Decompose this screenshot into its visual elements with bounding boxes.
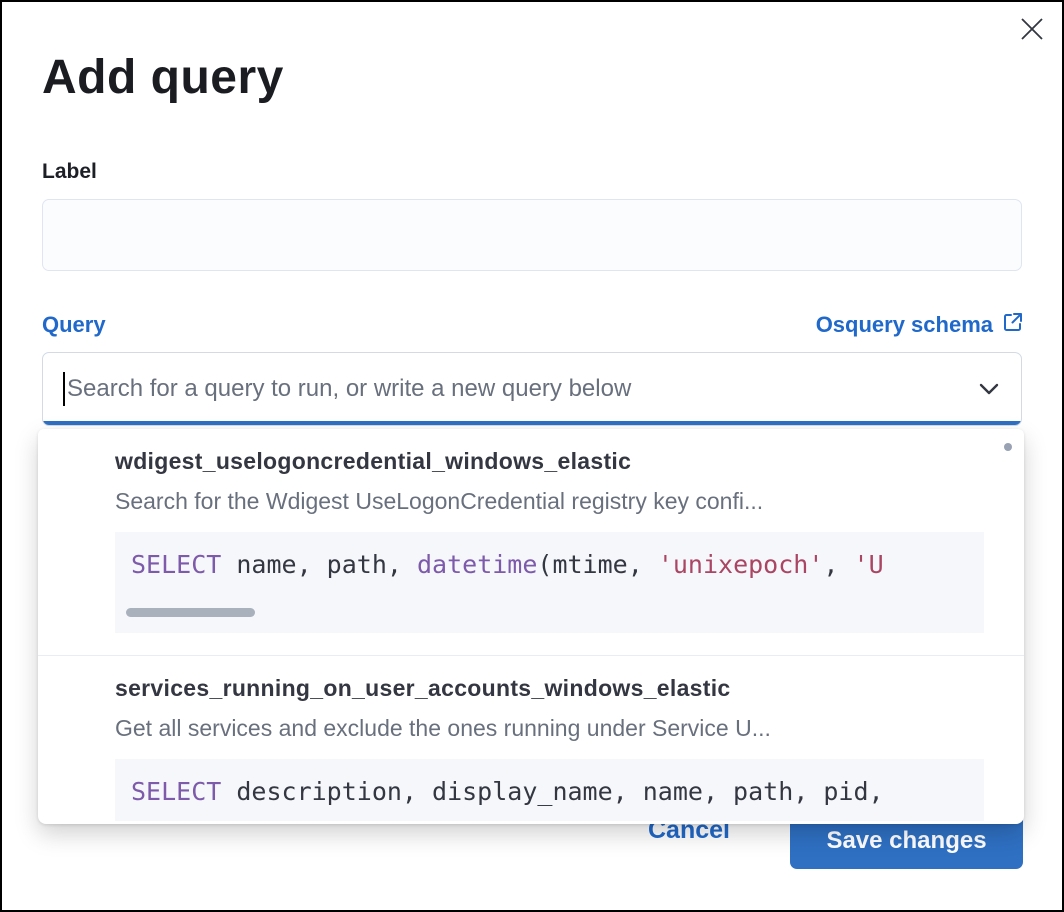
modal-title: Add query bbox=[42, 51, 284, 104]
combobox-focus-underline bbox=[43, 421, 1021, 425]
query-option-sql: SELECT description, display_name, name, … bbox=[115, 759, 984, 821]
option-divider bbox=[38, 655, 1024, 656]
close-button[interactable] bbox=[1016, 14, 1048, 46]
query-field-label: Query bbox=[42, 312, 106, 337]
query-suggestions-dropdown: wdigest_uselogoncredential_windows_elast… bbox=[38, 429, 1024, 824]
chevron-down-icon[interactable] bbox=[975, 375, 1003, 403]
query-search-input[interactable] bbox=[67, 375, 961, 403]
query-option-description: Search for the Wdigest UseLogonCredentia… bbox=[115, 488, 764, 514]
query-option-services[interactable]: services_running_on_user_accounts_window… bbox=[38, 656, 1024, 821]
text-cursor bbox=[63, 372, 65, 406]
query-option-wdigest[interactable]: wdigest_uselogoncredential_windows_elast… bbox=[38, 429, 1024, 655]
query-option-sql: SELECT name, path, datetime(mtime, 'unix… bbox=[115, 532, 984, 633]
external-link-icon bbox=[1002, 311, 1024, 339]
code-horizontal-scrollbar-thumb[interactable] bbox=[126, 608, 255, 617]
dropdown-scrollbar-thumb[interactable] bbox=[1004, 443, 1012, 451]
query-option-description: Get all services and exclude the ones ru… bbox=[115, 715, 771, 741]
close-icon bbox=[1019, 16, 1045, 45]
osquery-schema-link-label: Osquery schema bbox=[815, 312, 993, 337]
query-option-title: services_running_on_user_accounts_window… bbox=[115, 675, 731, 701]
label-input[interactable] bbox=[42, 199, 1022, 271]
query-combobox[interactable] bbox=[42, 352, 1022, 426]
osquery-schema-link[interactable]: Osquery schema bbox=[816, 311, 1024, 339]
label-field-label: Label bbox=[42, 160, 97, 183]
query-option-title: wdigest_uselogoncredential_windows_elast… bbox=[115, 448, 632, 474]
